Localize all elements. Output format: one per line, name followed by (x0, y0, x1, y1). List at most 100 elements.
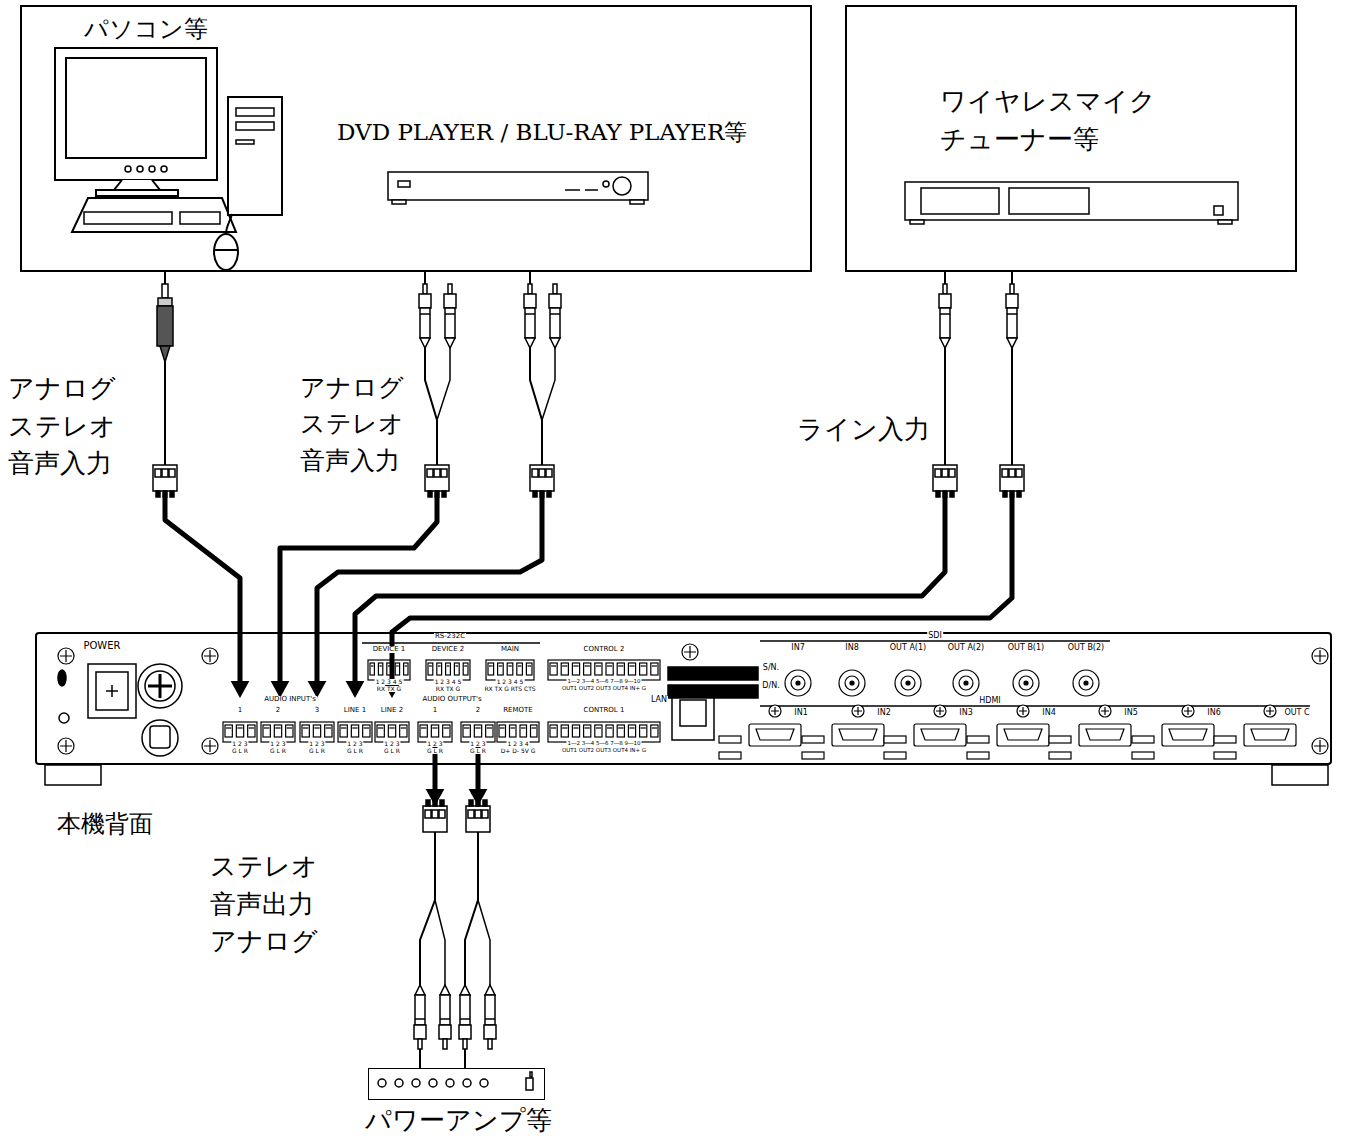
drawing-stroke (561, 725, 568, 737)
drawing-stroke (756, 729, 794, 740)
drawing-stroke (526, 1078, 533, 1090)
drawing-stroke (530, 1072, 532, 1077)
drawing-stroke (420, 725, 427, 737)
drawing-stroke (1016, 469, 1022, 477)
panel-label: POWER (82, 641, 121, 651)
drawing-stroke (325, 725, 332, 737)
drawing-stroke (940, 338, 950, 348)
drawing-stroke (905, 182, 1238, 224)
drawing-stroke (84, 212, 172, 224)
drawing-stroke (405, 665, 407, 666)
drawing-stroke (832, 724, 884, 746)
drawing-stroke (463, 663, 468, 675)
panel-label: 1 2 3 (346, 741, 363, 747)
drawing-stroke (525, 338, 535, 348)
panel-label: 1 2 3 (383, 741, 400, 747)
panel-label: 2 (475, 707, 481, 714)
drawing-stroke (439, 1025, 451, 1039)
panel-label: D+ D- 5V G (500, 748, 537, 754)
drawing-stroke (475, 810, 481, 818)
drawing-stroke (507, 663, 513, 675)
panel-label: LINE 1 (343, 707, 367, 714)
drawing-stroke (640, 725, 647, 737)
drawing-stroke (548, 722, 660, 742)
drawing-stroke (223, 722, 257, 742)
drawing-stroke (949, 469, 955, 477)
drawing-stroke (1162, 724, 1214, 746)
drawing-stroke (603, 181, 609, 187)
panel-label: G L R (383, 748, 401, 754)
drawing-stroke (1086, 729, 1124, 740)
drawing-stroke (162, 469, 168, 477)
drawing-stroke (419, 294, 431, 308)
cable-connector (383, 272, 1012, 698)
drawing-stroke (486, 660, 534, 680)
drawing-stroke (1272, 765, 1328, 785)
drawing-stroke (125, 166, 131, 172)
equipment-label: ワイヤレスマイク チューナー等 (940, 83, 1158, 158)
drawing-stroke (652, 665, 657, 666)
panel-label: CONTROL 1 (583, 707, 626, 714)
drawing-stroke (445, 308, 455, 338)
drawing-stroke (641, 727, 646, 728)
drawing-stroke (226, 727, 231, 728)
drawing-stroke (468, 810, 474, 818)
drawing-stroke (412, 1079, 420, 1087)
drawing-stroke (444, 727, 449, 728)
drawing-stroke (485, 995, 495, 1025)
drawing-stroke (88, 664, 136, 718)
drawing-stroke (939, 294, 951, 308)
drawing-stroke (595, 725, 602, 737)
drawing-stroke (425, 465, 449, 491)
drawing-stroke (652, 727, 657, 728)
drawing-stroke (967, 736, 989, 743)
drawing-stroke (475, 727, 480, 728)
drawing-stroke (111, 685, 113, 697)
drawing-stroke (510, 725, 517, 737)
panel-label: 2 (275, 707, 281, 714)
drawing-stroke (420, 313, 430, 315)
drawing-stroke (1007, 313, 1017, 315)
drawing-stroke (72, 198, 236, 232)
drawing-stroke (438, 665, 441, 666)
drawing-stroke (441, 469, 447, 477)
drawing-stroke (388, 172, 648, 200)
drawing-stroke (363, 725, 370, 737)
drawing-stroke (959, 676, 973, 690)
drawing-stroke (967, 752, 989, 759)
arrowhead (426, 789, 445, 806)
signal-path (355, 497, 945, 686)
drawing-stroke (432, 810, 438, 818)
drawing-stroke (572, 725, 579, 737)
drawing-stroke (528, 284, 532, 294)
drawing-stroke (487, 727, 492, 728)
drawing-stroke (906, 681, 910, 685)
drawing-stroke (584, 725, 591, 737)
drawing-stroke (371, 665, 373, 666)
cable-connector (346, 272, 945, 698)
drawing-stroke (389, 727, 394, 728)
drawing-stroke (914, 724, 966, 746)
drawing-stroke (1314, 650, 1326, 662)
drawing-stroke (237, 727, 242, 728)
panel-label: 1 2 3 (469, 741, 486, 747)
drawing-stroke (850, 681, 854, 685)
drawing-stroke (137, 166, 143, 172)
drawing-stroke (464, 727, 469, 728)
drawing-stroke (464, 665, 467, 666)
panel-label: G L R (426, 748, 444, 754)
drawing-stroke (1000, 465, 1024, 491)
drawing-stroke (618, 727, 623, 728)
drawing-stroke (202, 648, 218, 664)
drawing-stroke (527, 665, 531, 666)
drawing-stroke (549, 294, 561, 308)
drawing-stroke (668, 667, 758, 680)
drawing-stroke (1214, 736, 1236, 743)
panel-label: 1 2 3 4 5 (375, 679, 404, 685)
drawing-stroke (400, 725, 407, 737)
drawing-stroke (551, 665, 556, 666)
drawing-stroke (526, 663, 532, 675)
drawing-stroke (214, 249, 238, 251)
drawing-stroke (1184, 707, 1192, 715)
cable-label: ステレオ 音声出力 アナログ (210, 848, 322, 961)
